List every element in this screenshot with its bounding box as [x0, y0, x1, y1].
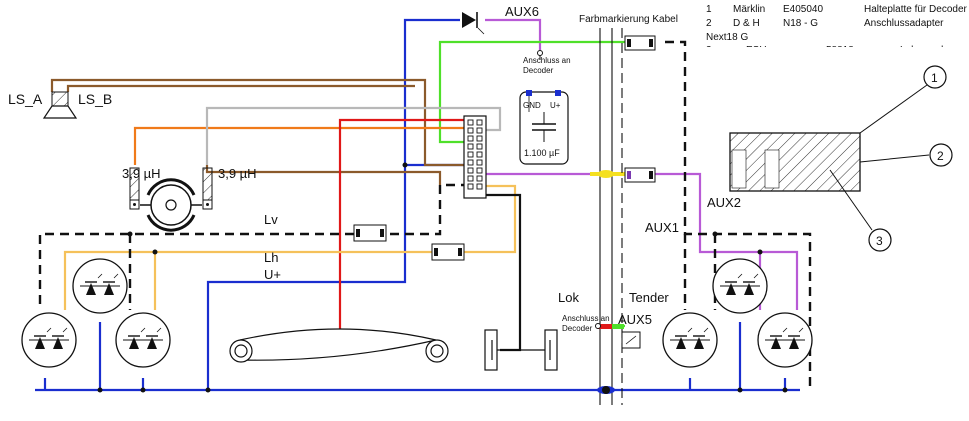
wire-blue: [35, 18, 800, 392]
table-cell: Anschlussadapter: [864, 18, 944, 29]
label-cable-header: Farbmarkierung Kabel: [579, 14, 678, 25]
table-cell: D & H: [733, 18, 760, 29]
label-cap-uplus: U+: [550, 101, 561, 110]
callout-2: 2: [937, 149, 944, 163]
callout-lines: [829, 84, 930, 231]
decoder-module: [729, 132, 861, 192]
junction-dots: [97, 162, 788, 393]
table-cell: Next18 G: [706, 32, 748, 43]
parts-table: 1 Märklin E405040 Halteplatte für Decode…: [700, 4, 969, 59]
table-cell: 2: [706, 18, 712, 29]
label-aux1: AUX1: [645, 220, 679, 235]
cable-separator: [599, 28, 623, 405]
label-capacitor-value: 1.100 µF: [524, 148, 560, 158]
aux5-module: [595, 323, 641, 349]
callout-1: 1: [931, 71, 938, 85]
callout-3: 3: [876, 234, 883, 248]
label-inductor-right: 3,9 µH: [218, 166, 257, 181]
label-lok: Lok: [558, 290, 579, 305]
label-tender: Tender: [629, 290, 669, 305]
led-pair-icon: [21, 258, 813, 368]
label-anschluss2-2: Decoder: [562, 324, 593, 333]
table-cell: Halteplatte für Decoder: [864, 4, 968, 15]
label-lh: Lh: [264, 250, 278, 265]
label-inductor-left: 3,9 µH: [122, 166, 161, 181]
label-uplus: U+: [264, 267, 281, 282]
resistor-marks: [356, 39, 653, 256]
table-cell: Märklin: [733, 4, 765, 15]
wire-grey: [205, 106, 502, 165]
speaker-icon: [42, 91, 78, 119]
label-aux6: AUX6: [505, 4, 539, 19]
inductor-icon: [129, 167, 213, 210]
wheelset-icon: [484, 329, 558, 371]
motor-icon: [140, 178, 202, 232]
callout-circles: [868, 65, 953, 252]
label-anschluss-1: Anschluss an: [523, 56, 571, 65]
label-ls-a: LS_A: [8, 91, 43, 107]
label-anschluss-2: Decoder: [523, 66, 554, 75]
diode-icon: [462, 12, 485, 35]
label-lv: Lv: [264, 212, 278, 227]
bogie-icon: [229, 328, 449, 363]
cable-marks: [597, 170, 624, 394]
label-cap-gnd: GND: [523, 101, 541, 110]
wire-orange: [133, 126, 470, 165]
label-aux2: AUX2: [707, 195, 741, 210]
capacitor-icon: [519, 50, 569, 165]
connector-icon: [463, 115, 487, 199]
label-aux5: AUX5: [618, 312, 652, 327]
label-ls-b: LS_B: [78, 91, 112, 107]
label-anschluss2-1: Anschluss an: [562, 314, 610, 323]
table-cell: 1: [706, 4, 712, 15]
wire-brown: [50, 78, 470, 185]
table-cell: N18 - G: [783, 18, 818, 29]
resistor-icon: [353, 35, 656, 261]
table-cell: E405040: [783, 4, 823, 15]
